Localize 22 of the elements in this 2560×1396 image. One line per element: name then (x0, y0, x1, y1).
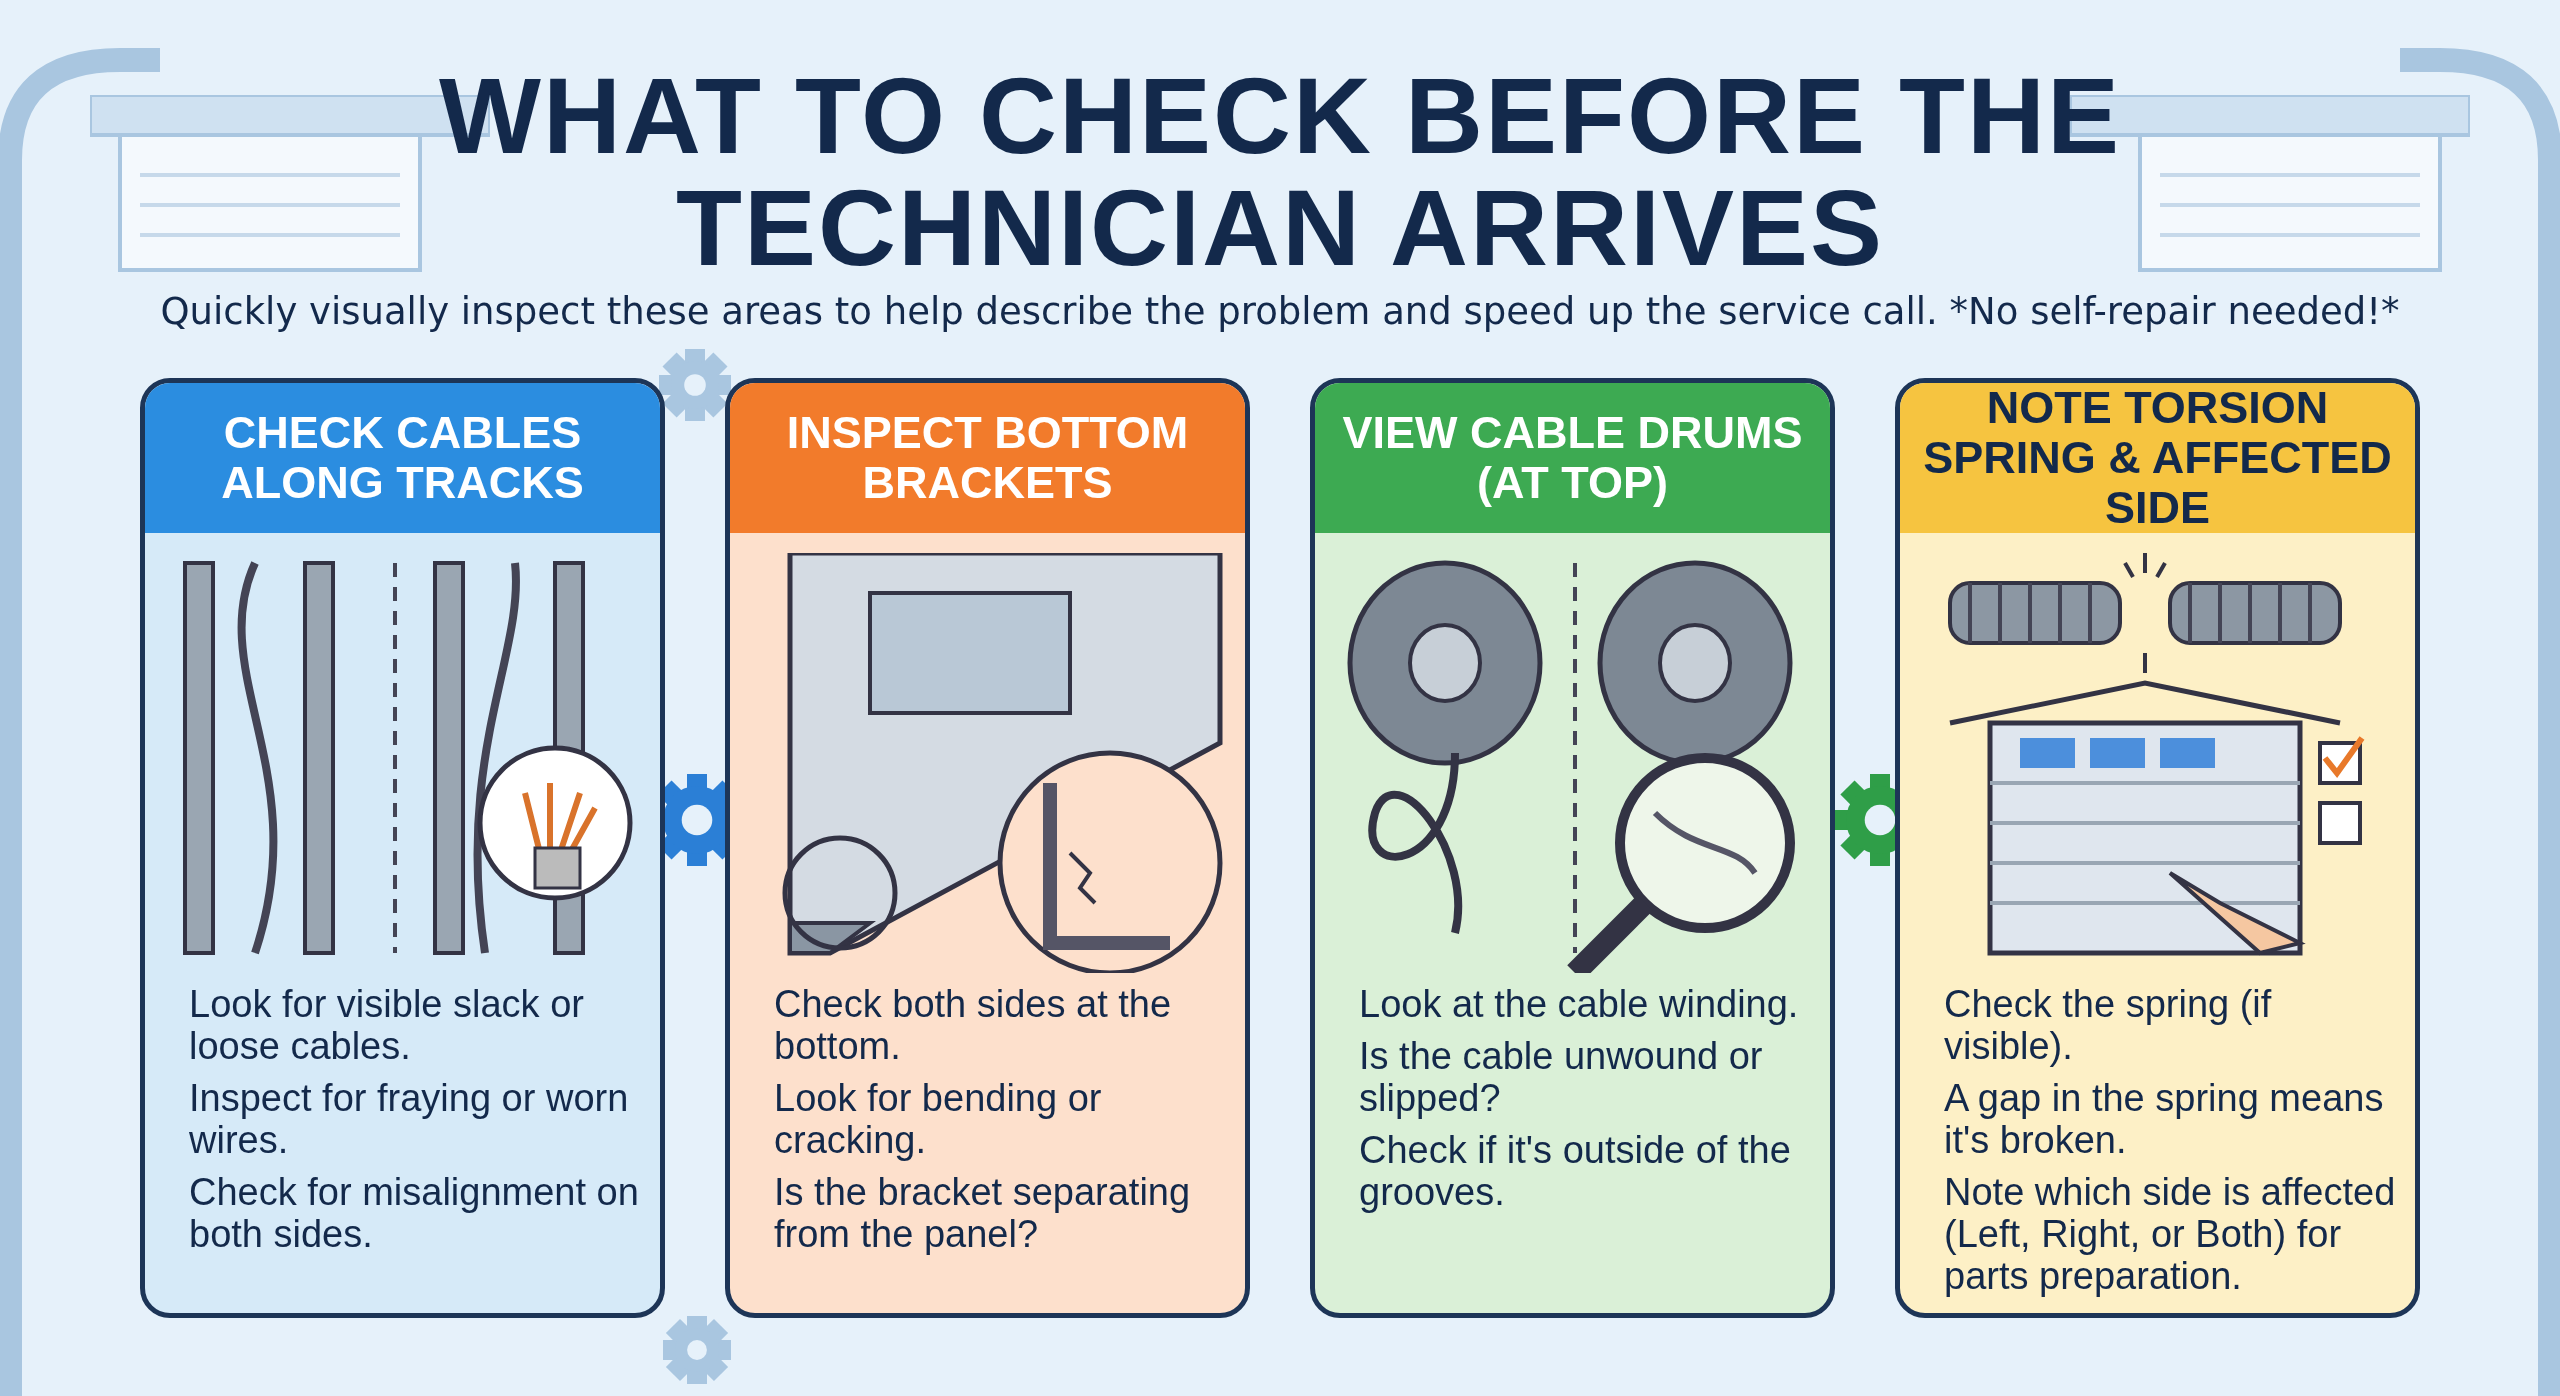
card-heading: VIEW CABLE DRUMS (AT TOP) (1315, 383, 1830, 533)
info-card (1895, 378, 2420, 1318)
info-card (1310, 378, 1835, 1318)
info-card (725, 378, 1250, 1318)
bullet-point: Look for visible slack or loose cables. (189, 983, 585, 1067)
bullet-point: Note which side is affected (Left, Right, or Both) for parts preparation. (1944, 1171, 2397, 1297)
bullet-point: Look at the cable winding. (1359, 983, 1800, 1025)
title-text: WHAT TO CHECK BEFORE THE TECHNICIAN ARRIVES (438, 60, 2122, 284)
bullet-point: Is the cable unwound or slipped? (1359, 1035, 1764, 1119)
subtitle-text: Quickly visually inspect these areas to help describe the problem and speed up the service call. *No self-repair needed!* (159, 290, 2401, 333)
bullet-point: A gap in the spring means it's broken. (1944, 1077, 2385, 1161)
info-card (140, 378, 665, 1318)
bullet-point: Check the spring (if visible). (1944, 983, 2273, 1067)
bullet-point: Check both sides at the bottom. (774, 983, 1173, 1067)
bullet-point: Look for bending or cracking. (774, 1077, 1103, 1161)
bullet-point: Check if it's outside of the grooves. (1359, 1129, 1792, 1213)
card-heading: INSPECT BOTTOM BRACKETS (730, 383, 1245, 533)
bullet-point: Is the bracket separating from the panel? (774, 1171, 1192, 1255)
bullet-point: Check for misalignment on both sides. (189, 1171, 640, 1255)
card-heading: CHECK CABLES ALONG TRACKS (145, 383, 660, 533)
bullet-point: Inspect for fraying or worn wires. (189, 1077, 630, 1161)
card-heading: NOTE TORSION SPRING & AFFECTED SIDE (1900, 383, 2415, 533)
